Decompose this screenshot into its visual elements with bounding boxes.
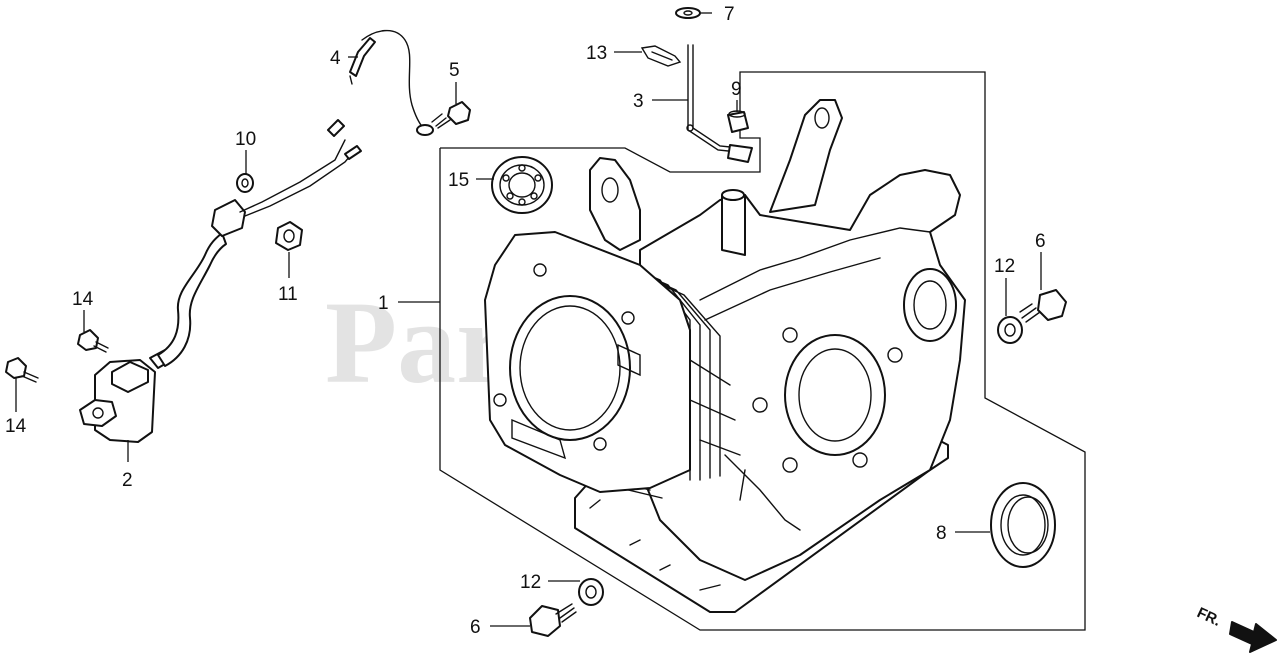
bolt-14-a[interactable] (77, 329, 109, 353)
callout-12-bottom[interactable]: 12 (520, 572, 541, 593)
ground-wire[interactable] (349, 29, 434, 136)
stay-rod-3[interactable] (686, 44, 753, 163)
cap-9[interactable] (727, 110, 749, 133)
callout-2[interactable]: 2 (122, 470, 133, 491)
callout-1[interactable]: 1 (378, 293, 389, 314)
callout-14-b[interactable]: 14 (5, 416, 27, 437)
harness-wires (239, 139, 356, 217)
washer-12-bottom[interactable] (578, 578, 604, 606)
callout-14-a[interactable]: 14 (72, 289, 94, 310)
front-direction-arrow (1229, 621, 1277, 653)
front-direction-label: FR. (1194, 604, 1223, 630)
callout-3[interactable]: 3 (633, 91, 644, 112)
callout-labels: 1 2 3 4 5 6 6 7 8 9 10 11 12 12 13 14 14… (5, 4, 1046, 638)
assembly-outline (439, 71, 1086, 631)
callout-10[interactable]: 10 (235, 129, 256, 150)
wire-terminal-b (344, 145, 362, 160)
flange-nut-11[interactable] (275, 221, 303, 251)
washer-12-right[interactable] (997, 316, 1023, 344)
flange-bolt-6-right[interactable] (1019, 289, 1067, 323)
callout-13[interactable]: 13 (586, 43, 607, 64)
callout-4[interactable]: 4 (330, 48, 341, 69)
oil-alert-unit[interactable] (79, 349, 173, 443)
hose-clamp (211, 199, 246, 237)
callout-6-right[interactable]: 6 (1035, 231, 1046, 252)
callout-12-right[interactable]: 12 (994, 256, 1015, 277)
callout-9[interactable]: 9 (731, 79, 742, 100)
oil-alert-hose (157, 232, 227, 367)
washer-10[interactable] (236, 173, 254, 193)
flange-bolt-5[interactable] (431, 101, 471, 129)
callout-6-bottom[interactable]: 6 (470, 617, 481, 638)
wire-terminal-a (327, 119, 345, 137)
callout-15[interactable]: 15 (448, 170, 469, 191)
callout-7[interactable]: 7 (724, 4, 735, 25)
bearing-15[interactable] (491, 156, 553, 214)
cylinder-block[interactable] (484, 99, 966, 613)
bolt-14-b[interactable] (5, 357, 39, 383)
leader-lines (15, 12, 1042, 627)
flange-bolt-6-bottom[interactable] (529, 603, 577, 637)
callout-11[interactable]: 11 (278, 284, 298, 305)
callout-8[interactable]: 8 (936, 523, 947, 544)
callout-5[interactable]: 5 (449, 60, 460, 81)
clip-13[interactable] (640, 45, 682, 67)
washer-7[interactable] (675, 7, 701, 19)
oil-seal-8[interactable] (990, 482, 1056, 568)
